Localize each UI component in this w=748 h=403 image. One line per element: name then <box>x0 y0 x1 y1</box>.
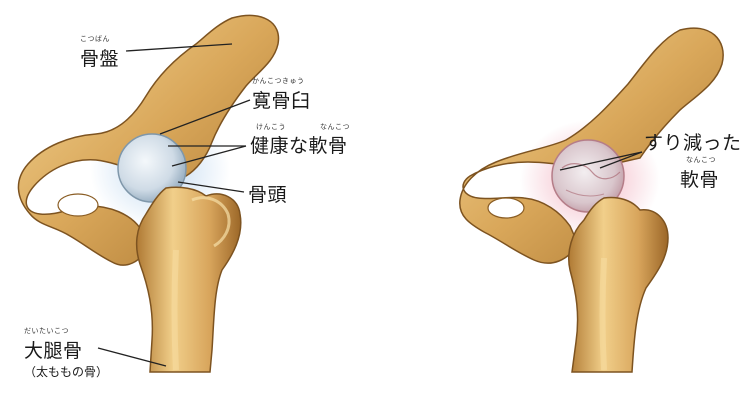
femur-shaft-highlight-right <box>603 258 605 370</box>
label-healthy-cartilage: けんこう なんこつ 健康な軟骨 <box>250 122 348 158</box>
label-pelvis-text: 骨盤 <box>80 44 119 71</box>
label-acetabulum-reading: かんこつきゅう <box>252 76 311 86</box>
femur-shaft-highlight <box>175 250 177 370</box>
worn-hip-illustration <box>460 28 723 372</box>
label-acetabulum: かんこつきゅう 寛骨臼 <box>252 76 311 113</box>
label-femur-reading: だいたいこつ <box>24 326 108 336</box>
obturator-foramen-right <box>488 198 524 218</box>
label-pelvis-reading: こつばん <box>80 34 119 44</box>
femur-upper <box>137 187 241 372</box>
obturator-foramen <box>58 194 98 216</box>
label-acetabulum-text: 寛骨臼 <box>252 86 311 113</box>
label-worn-cartilage-text-2: 軟骨 <box>644 165 742 192</box>
label-femoral-head: 骨頭 <box>248 180 287 207</box>
healthy-hip-illustration <box>18 16 278 372</box>
label-healthy-cartilage-text: 健康な軟骨 <box>250 131 348 158</box>
label-femur-text: 大腿骨 <box>24 336 108 363</box>
label-worn-cartilage-text-1: すり減った <box>644 128 742 155</box>
label-healthy-cartilage-reading-1: けんこう <box>256 122 286 132</box>
label-femur-note: （太ももの骨） <box>24 363 108 380</box>
label-worn-cartilage: すり減った なんこつ 軟骨 <box>644 128 742 192</box>
femur-upper-right <box>569 198 668 373</box>
label-pelvis: こつばん 骨盤 <box>80 34 119 71</box>
label-worn-cartilage-reading: なんこつ <box>644 155 742 165</box>
label-healthy-cartilage-reading-2: なんこつ <box>320 122 350 132</box>
label-femur: だいたいこつ 大腿骨 （太ももの骨） <box>24 326 108 380</box>
label-femoral-head-text: 骨頭 <box>248 180 287 207</box>
